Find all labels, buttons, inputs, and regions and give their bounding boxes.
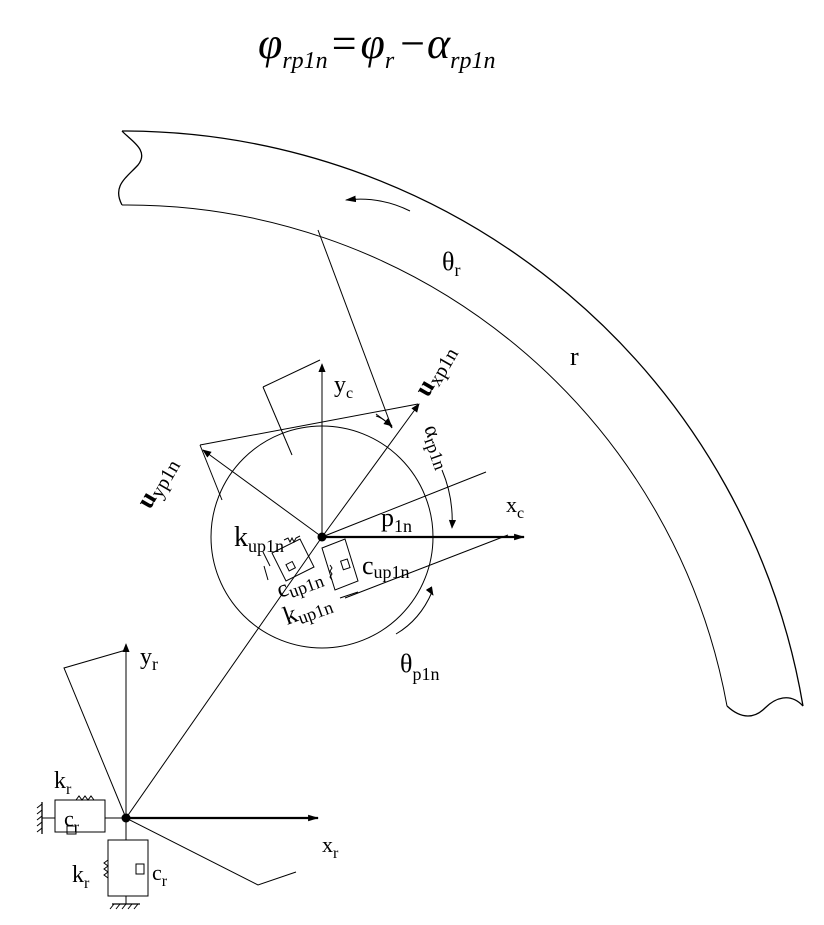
planet-axes [202,363,526,541]
alpha-arc-top [375,413,393,427]
frame-left-edge [262,386,293,456]
axis-u-x [321,403,420,538]
label-cr-box: cr [64,806,80,836]
label-yc: yc [334,372,353,402]
label-u-y: uyp1n [130,451,185,514]
label-theta-r: θr [442,247,460,280]
frame-top-edge [262,359,321,388]
label-cr-bottom: cr [152,860,168,890]
label-kr-top: kr [54,768,72,798]
equation: φrp1n=φr−αrp1n [258,19,495,74]
damper-small-right [339,558,351,571]
eq-rhs1-symbol: φ [361,19,385,68]
label-alpha: αrp1n [416,421,458,472]
spring-zigzag-right [329,564,333,581]
frame-triangle-upper [63,649,127,819]
label-p: p1n [381,503,412,536]
wall-left-hatch [36,803,43,833]
ring-gear [117,130,804,717]
spring-zigzag-kr1 [75,795,95,801]
frame-lower-line [344,534,509,599]
label-c-up1n-right: cup1n [362,551,410,582]
radius-line-upper [317,229,393,429]
spring-box-k-up1n [271,538,315,582]
label-theta-p: θp1n [400,649,439,684]
planet-bearing-elements [262,535,359,599]
eq-rhs1-sub: r [385,48,395,74]
ring-inner-arc [121,204,728,707]
ring-rotation-arrow [344,195,411,212]
svg-text:φrp1n=φr−αrp1n: φrp1n=φr−αrp1n [258,19,495,74]
spring-zigzag-left [283,535,301,544]
geometry-lines [125,229,509,819]
label-xr: xr [322,832,339,862]
eq-equals: = [332,19,357,68]
theta-p-arc [395,591,433,635]
eq-lhs-sub: rp1n [282,48,327,74]
label-u-x: uxp1n [408,339,463,402]
ring-outer-arc [121,130,804,707]
label-xc: xc [506,492,524,522]
eq-minus: − [400,19,425,68]
ground-bottom-hatch [109,903,139,910]
frame-triangle-lower [125,817,297,886]
label-yr: yr [140,644,158,674]
axis-u-y [202,449,323,538]
label-k-up1n-top: kup1n [234,522,284,556]
center-connection-line [125,536,323,819]
eq-rhs2-sub: rp1n [450,48,495,74]
angle-indicators [375,413,457,635]
damper-small-left [285,560,297,572]
alpha-arc-bottom [441,469,457,529]
damper-small-cr1 [66,825,77,835]
frame-upper-line [199,403,419,446]
eq-lhs-symbol: φ [258,19,282,68]
ring-break-right [726,697,804,717]
ring-center-frame [36,643,320,910]
labels: θr r yc xc uxp1n αrp1n uyp1n p1n kup1n c… [54,247,579,892]
ground-tick-left [262,551,271,567]
damper-box-c-up1n [321,538,359,591]
spring-zigzag-kr2 [103,859,109,879]
eq-rhs2-symbol: α [427,19,451,68]
bearing-box-vertical [107,839,149,897]
frame-left-short [199,444,223,501]
damper-small-cr2 [135,863,145,875]
ground-bar-right [339,591,359,599]
label-ring-r: r [570,342,579,371]
ground-bar-left [263,565,269,581]
bearing-box-horizontal [54,799,106,833]
label-kr-bottom: kr [72,862,90,892]
alpha-reference-line [321,471,487,538]
ring-break-left [117,130,143,206]
